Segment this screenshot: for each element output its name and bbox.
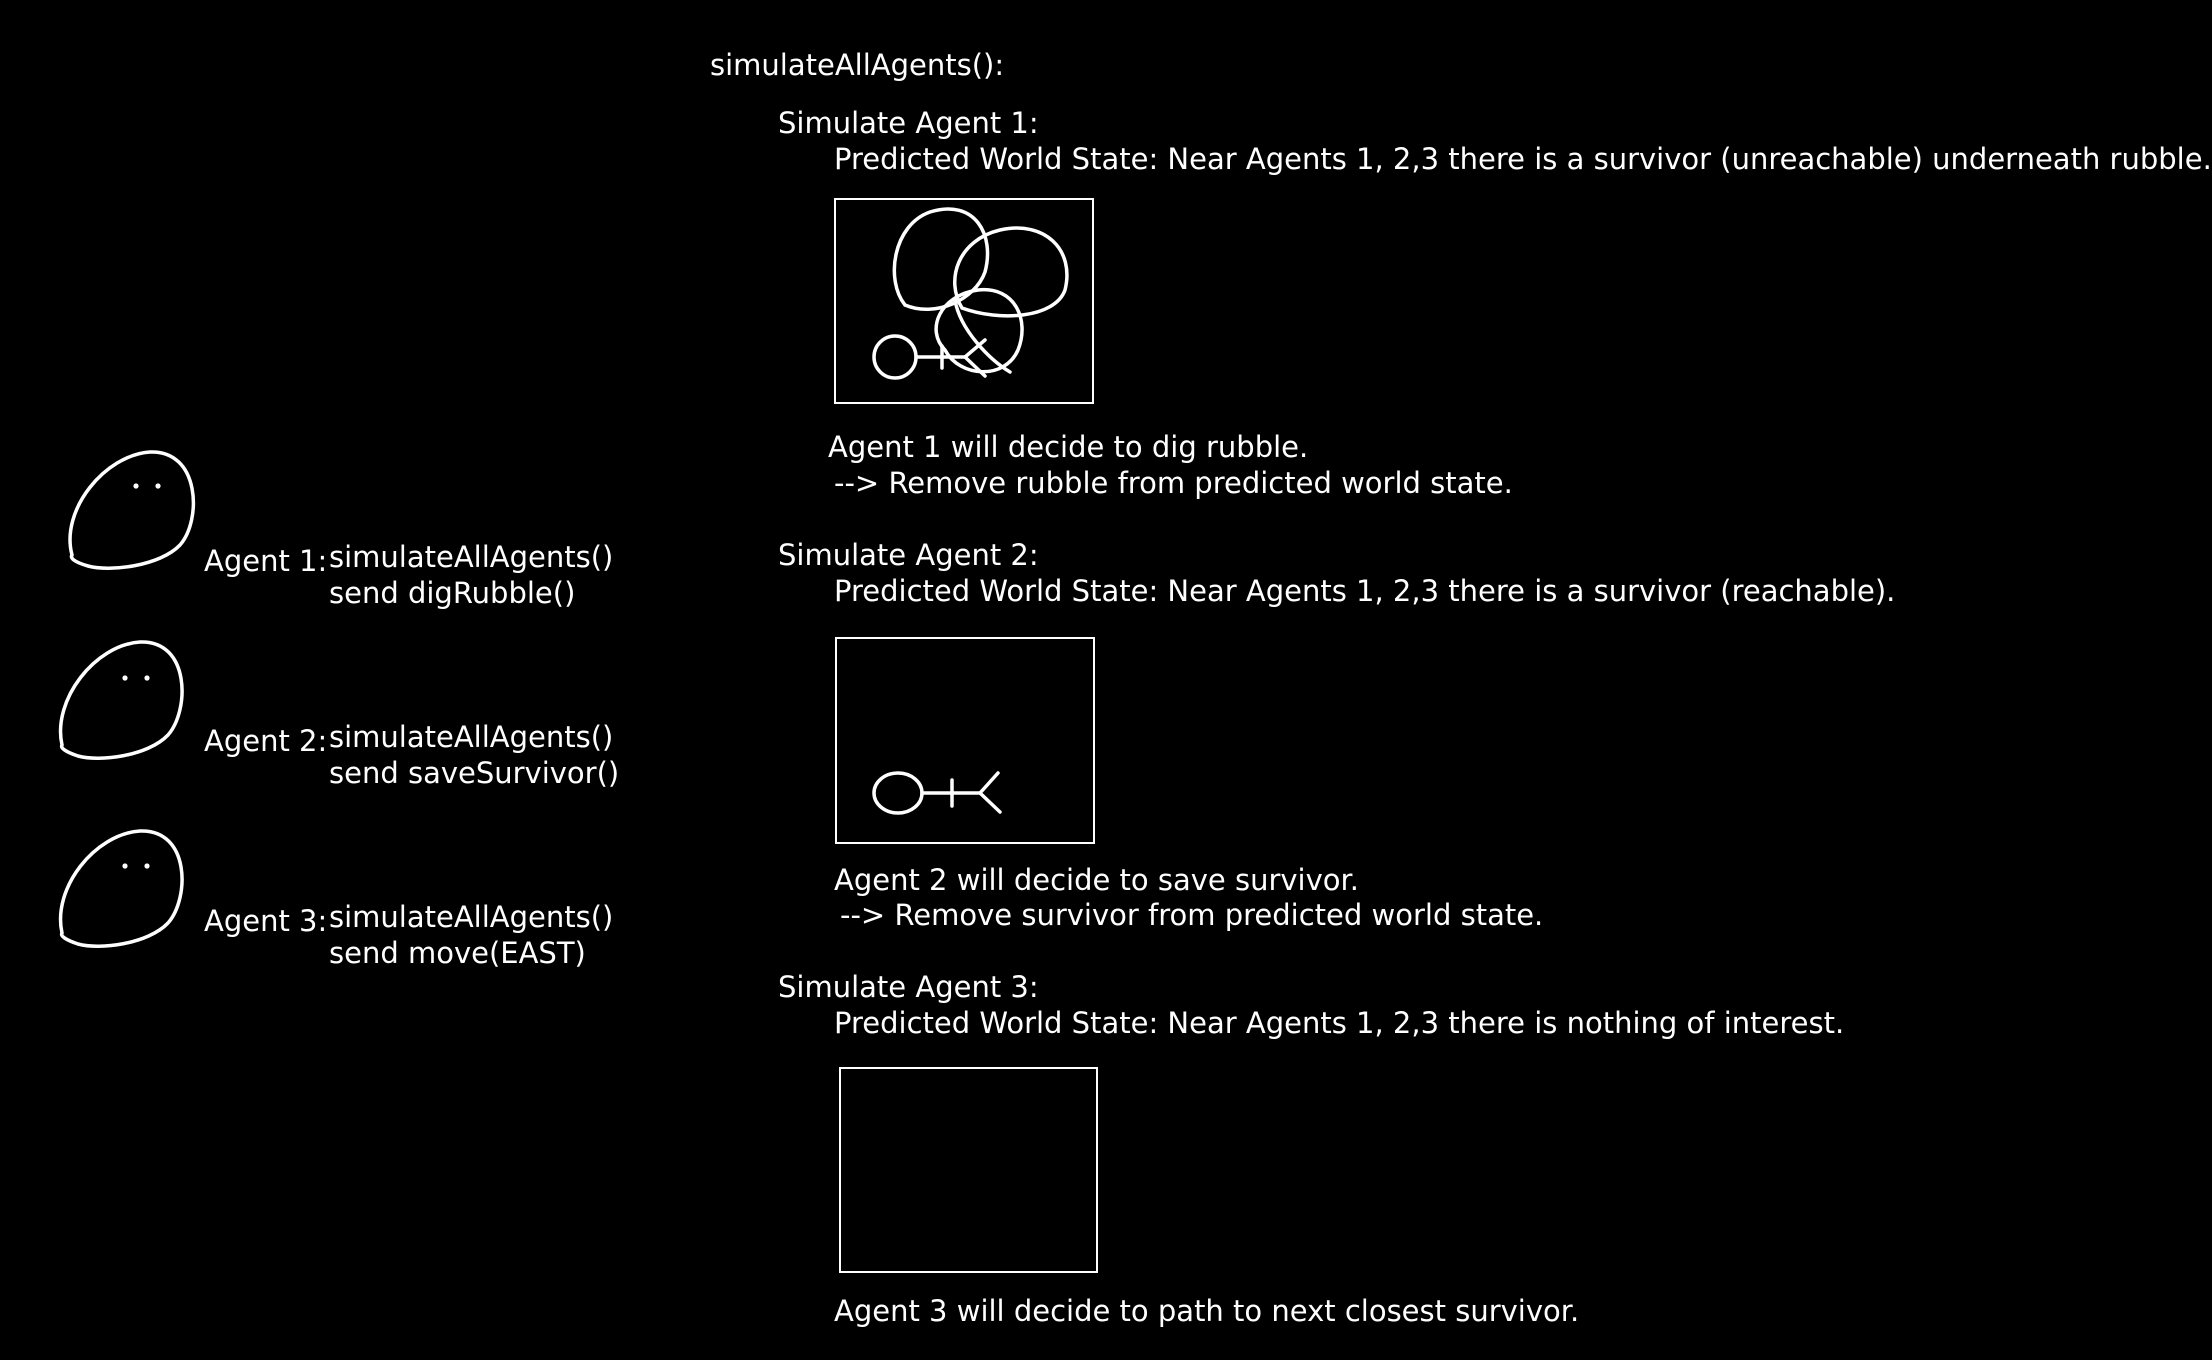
simulate-agent-2-heading: Simulate Agent 2: [778,538,1039,572]
agent-1-blob [68,450,196,570]
agent-1-label: Agent 1: [204,544,328,578]
survivor-sketch [872,771,1002,815]
world-state-frame-2 [835,637,1095,844]
survivor-icon [872,771,1002,815]
agent-2-label: Agent 2: [204,724,328,758]
simulate-agent-2-effect: --> Remove survivor from predicted world… [840,898,1544,932]
simulate-agent-1-decision: Agent 1 will decide to dig rubble. [828,430,1309,464]
agent-3-send-line: send move(EAST) [329,936,586,970]
agent-3-label: Agent 3: [204,904,328,938]
world-state-frame-1 [834,198,1094,404]
simulate-agent-3-predicted-state: Predicted World State: Near Agents 1, 2,… [834,1006,1845,1040]
agent-2-blob [58,640,184,760]
simulate-agent-2-decision: Agent 2 will decide to save survivor. [834,863,1360,897]
agent-2-send-line: send saveSurvivor() [329,756,620,790]
agent-2-simulate-line: simulateAllAgents() [329,720,614,754]
simulate-agent-3-heading: Simulate Agent 3: [778,970,1039,1004]
survivor-icon [872,334,987,380]
function-title: simulateAllAgents(): [710,48,1005,82]
agent-1-send-line: send digRubble() [329,576,576,610]
agent-1-simulate-line: simulateAllAgents() [329,540,614,574]
agent-3-blob [58,829,184,948]
world-state-frame-3 [839,1067,1098,1273]
rubble-icon [892,207,1069,374]
simulate-agent-2-predicted-state: Predicted World State: Near Agents 1, 2,… [834,574,1896,608]
agent-3-simulate-line: simulateAllAgents() [329,900,614,934]
simulate-agent-1-predicted-state: Predicted World State: Near Agents 1, 2,… [834,142,2212,176]
simulate-agent-1-heading: Simulate Agent 1: [778,106,1039,140]
simulate-agent-3-decision: Agent 3 will decide to path to next clos… [834,1294,1580,1328]
agent-sketches [58,450,196,948]
simulate-agent-1-effect: --> Remove rubble from predicted world s… [834,466,1513,500]
rubble-and-survivor-sketch [872,207,1069,380]
